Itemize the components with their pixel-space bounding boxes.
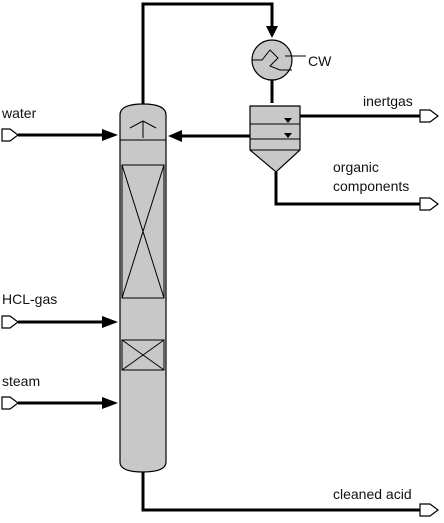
steam-feed (1, 396, 118, 410)
condenser (251, 39, 293, 81)
absorption-column (119, 103, 167, 473)
label-organic: organic (333, 159, 379, 175)
lower-packing-bed (121, 339, 165, 371)
reflux-line (168, 130, 250, 142)
upper-packing-bed (121, 164, 165, 299)
label-cw: CW (308, 53, 332, 69)
organic-components-outlet (274, 172, 439, 211)
label-inertgas: inertgas (363, 93, 413, 109)
label-components: components (333, 178, 409, 194)
water-feed (1, 128, 118, 142)
label-cleaned-acid: cleaned acid (333, 486, 412, 502)
phase-separator (249, 105, 301, 173)
inertgas-outlet (300, 109, 439, 123)
overhead-vapour-line (141, 2, 278, 104)
hcl-gas-feed (1, 315, 118, 329)
cleaned-acid-outlet (141, 472, 439, 517)
label-hcl-gas: HCL-gas (2, 291, 57, 307)
label-steam: steam (2, 373, 40, 389)
distributor-icon (129, 120, 157, 138)
label-water: water (1, 105, 37, 121)
